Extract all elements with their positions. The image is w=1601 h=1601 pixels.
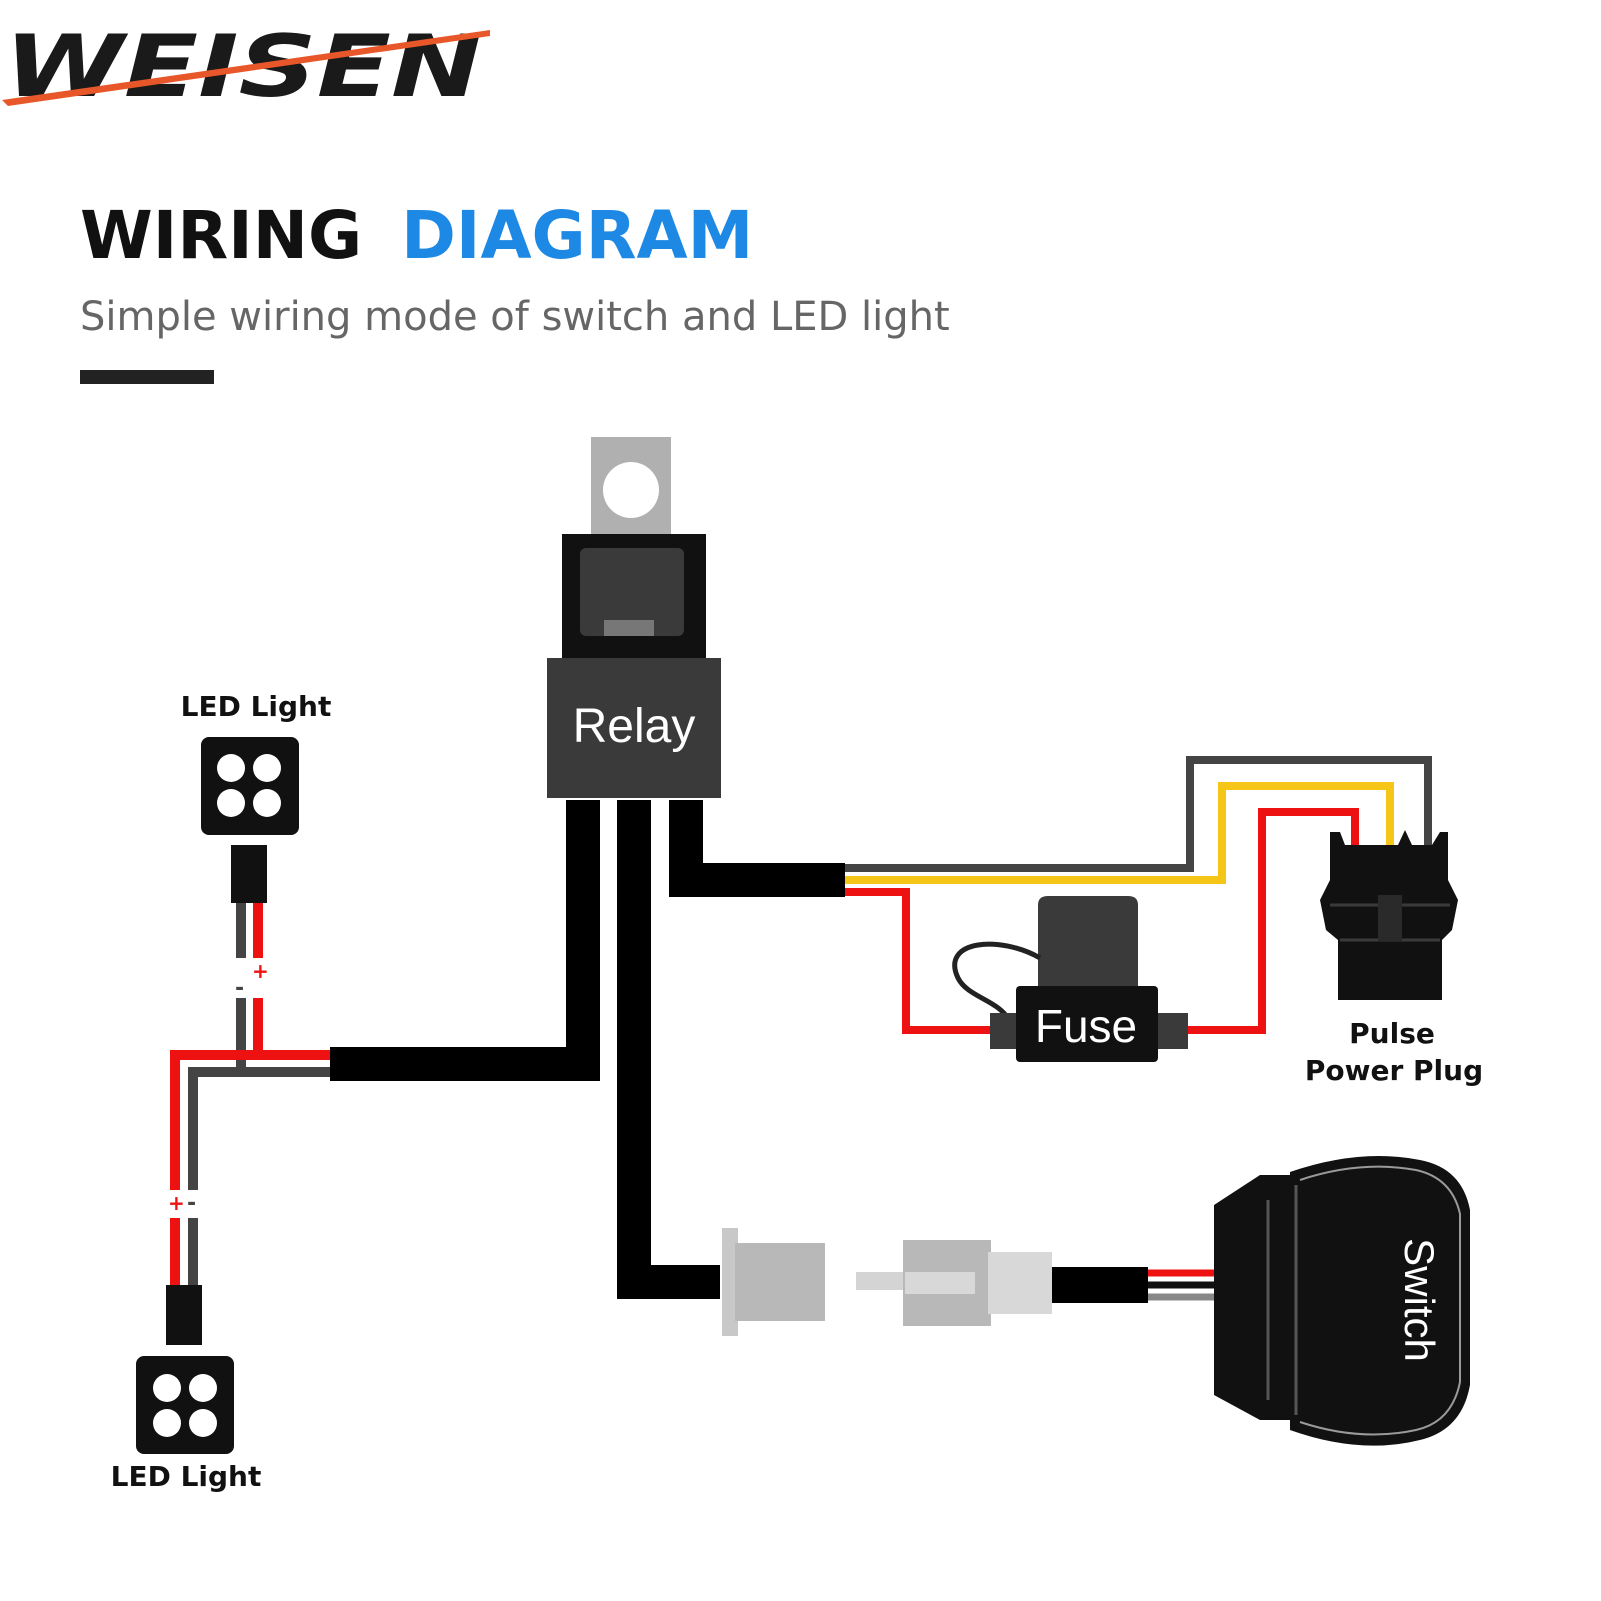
title-word-diagram: DIAGRAM — [401, 197, 753, 274]
led-bottom-lens-1 — [153, 1374, 181, 1402]
plug-label-line2: Power Plug — [1305, 1054, 1483, 1087]
polarity-top: + - — [230, 958, 270, 1001]
led-bottom-lens-4 — [189, 1409, 217, 1437]
polarity-plus-top: + — [252, 959, 269, 983]
plug-label-line1: Pulse — [1349, 1017, 1435, 1050]
brand-logo: WEISEN — [2, 17, 490, 117]
led-bottom-lens-3 — [153, 1409, 181, 1437]
led-bottom-housing — [136, 1356, 234, 1454]
polarity-minus-top: - — [235, 976, 244, 1001]
led-top-lens-4 — [253, 789, 281, 817]
led-light-bottom: LED Light — [111, 1285, 262, 1493]
led-light-top: LED Light — [181, 690, 332, 903]
fuse-cap-strap — [952, 941, 1042, 1024]
pulse-power-plug: Pulse Power Plug — [1305, 830, 1483, 1087]
title-word-wiring: WIRING — [80, 197, 362, 274]
relay-mount-hole — [603, 462, 659, 518]
fuse-body — [1016, 986, 1158, 1062]
relay-label: Relay — [573, 700, 696, 753]
page-subtitle: Simple wiring mode of switch and LED lig… — [80, 294, 950, 340]
polarity-bottom: + - — [165, 1190, 205, 1218]
power-red-wire — [845, 888, 995, 1034]
power-yellow-wire — [845, 782, 1394, 884]
led-top-lens-3 — [217, 789, 245, 817]
logo-swoosh — [2, 30, 490, 106]
fuse-holder-right — [1156, 1013, 1188, 1049]
switch-rocker — [1290, 1156, 1470, 1446]
fuse-holder-left — [990, 1013, 1020, 1049]
led-top-cable-boot — [231, 845, 267, 903]
connector-female-body — [735, 1243, 825, 1321]
switch-label: Switch — [1396, 1238, 1443, 1362]
led-bottom-lens-2 — [189, 1374, 217, 1402]
relay-power-harness — [669, 800, 845, 897]
led-top-lens-2 — [253, 754, 281, 782]
fuse: Fuse — [952, 896, 1188, 1062]
switch-connector — [722, 1228, 1052, 1336]
led-top-housing — [201, 737, 299, 835]
polarity-minus-bottom: - — [187, 1191, 196, 1216]
switch-rocker-outline — [1299, 1165, 1461, 1436]
led-top-lens-1 — [217, 754, 245, 782]
switch-base — [1214, 1175, 1300, 1420]
relay-latch — [604, 620, 654, 636]
led-bottom-label: LED Light — [111, 1460, 262, 1493]
polarity-plus-bottom: + — [168, 1191, 185, 1215]
fuse-red-wire — [1188, 808, 1359, 1034]
connector-male-key — [905, 1272, 975, 1294]
relay-switch-harness — [617, 800, 720, 1299]
fuse-cap — [1038, 896, 1138, 990]
relay-body — [547, 658, 721, 798]
fuse-label: Fuse — [1035, 1000, 1137, 1052]
relay-holder-inner — [580, 548, 684, 636]
connector-male-pin — [856, 1272, 906, 1290]
led-top-label: LED Light — [181, 690, 332, 723]
title-underline — [80, 370, 214, 384]
plug-latch — [1378, 895, 1402, 941]
page-title: WIRING DIAGRAM — [80, 197, 753, 274]
led-bottom-cable-boot — [166, 1285, 202, 1345]
connector-female-flange — [722, 1228, 738, 1336]
connector-male-tail — [988, 1252, 1052, 1314]
power-gray-wire — [845, 756, 1432, 872]
rocker-switch: Switch — [1214, 1156, 1470, 1446]
wires — [170, 756, 1432, 1303]
relay-left-harness — [330, 800, 600, 1081]
relay: Relay — [547, 437, 721, 798]
